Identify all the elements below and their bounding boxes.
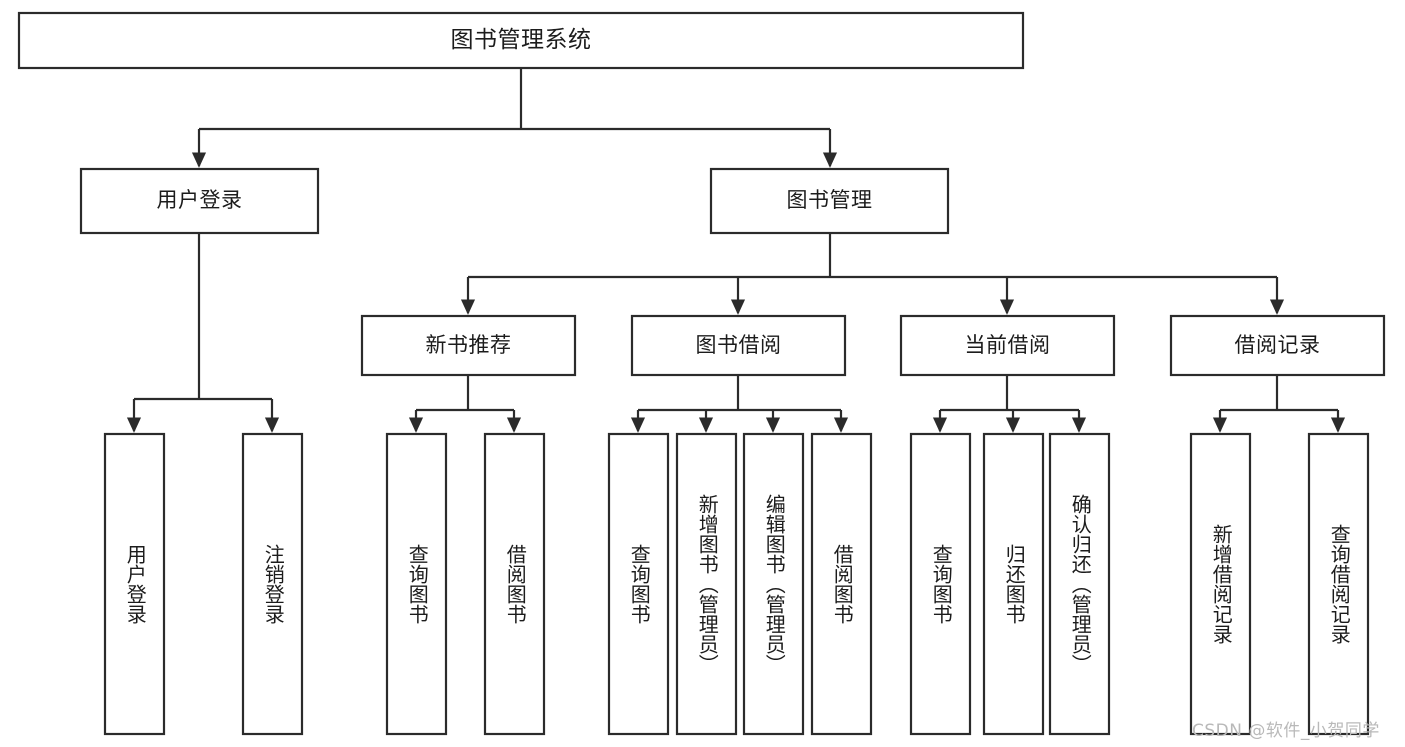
node-box-leaf-query-book-borrow[interactable] [607,432,670,736]
node-box-new-book-rec[interactable] [360,314,577,377]
node-box-leaf-edit-book[interactable] [742,432,805,736]
node-box-leaf-return-book[interactable] [982,432,1045,736]
node-box-leaf-query-record[interactable] [1307,432,1370,736]
node-box-borrow-record[interactable] [1169,314,1386,377]
watermark-text: CSDN @软件_小贺同学 [1192,721,1380,741]
node-box-user-login[interactable] [79,167,320,235]
node-box-book-borrow[interactable] [630,314,847,377]
node-box-leaf-query-book-rec[interactable] [385,432,448,736]
node-box-leaf-borrow-book[interactable] [810,432,873,736]
node-box-book-manage[interactable] [709,167,950,235]
node-box-leaf-confirm-return[interactable] [1048,432,1111,736]
node-box-leaf-query-book-cur[interactable] [909,432,972,736]
node-box-leaf-add-record[interactable] [1189,432,1252,736]
node-box-current-borrow[interactable] [899,314,1116,377]
node-box-root[interactable] [17,11,1025,70]
node-box-leaf-user-login[interactable] [103,432,166,736]
node-box-leaf-add-book[interactable] [675,432,738,736]
node-box-leaf-user-logout[interactable] [241,432,304,736]
node-box-leaf-borrow-book-rec[interactable] [483,432,546,736]
